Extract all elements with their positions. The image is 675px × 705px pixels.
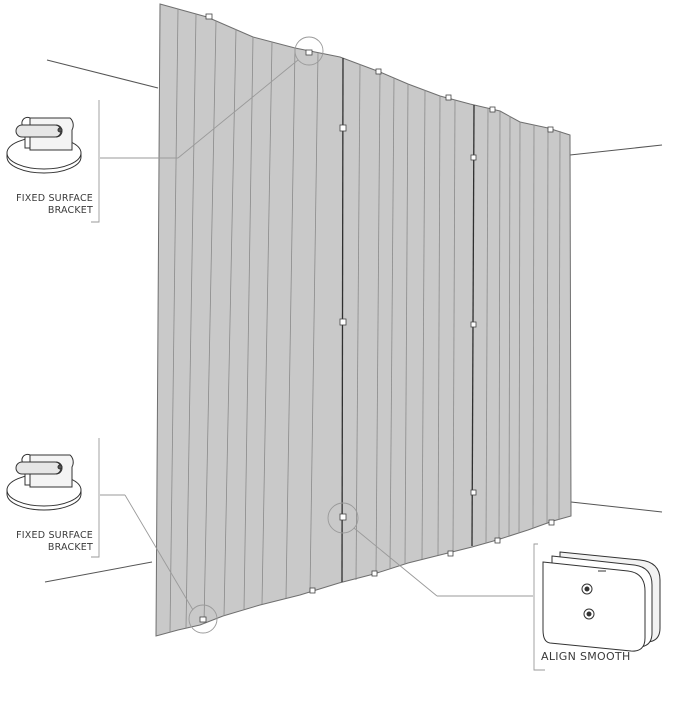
bracket-label-top-line1: FIXED SURFACE [16, 193, 93, 204]
divider-body [155, 3, 572, 637]
fixed-surface-bracket-icon [6, 116, 82, 174]
bracket-label-bottom-line2: BRACKET [47, 542, 93, 553]
bracket-label-top-line2: BRACKET [47, 205, 93, 216]
callouts [91, 36, 545, 671]
fixed-surface-bracket-icon [6, 453, 82, 511]
panel-connectors [339, 124, 477, 521]
panel-folds [169, 8, 561, 633]
align-smooth-connector-icon [542, 551, 661, 652]
bracket-label-bottom: FIXED SURFACE BRACKET [4, 530, 93, 554]
align-smooth-label: ALIGN SMOOTH [541, 650, 631, 663]
folding-divider [155, 3, 572, 637]
bracket-label-top: FIXED SURFACE BRACKET [4, 193, 93, 217]
bracket-label-bottom-line1: FIXED SURFACE [16, 530, 93, 541]
edge-brackets [199, 13, 555, 623]
room-perspective-lines [44, 59, 663, 583]
